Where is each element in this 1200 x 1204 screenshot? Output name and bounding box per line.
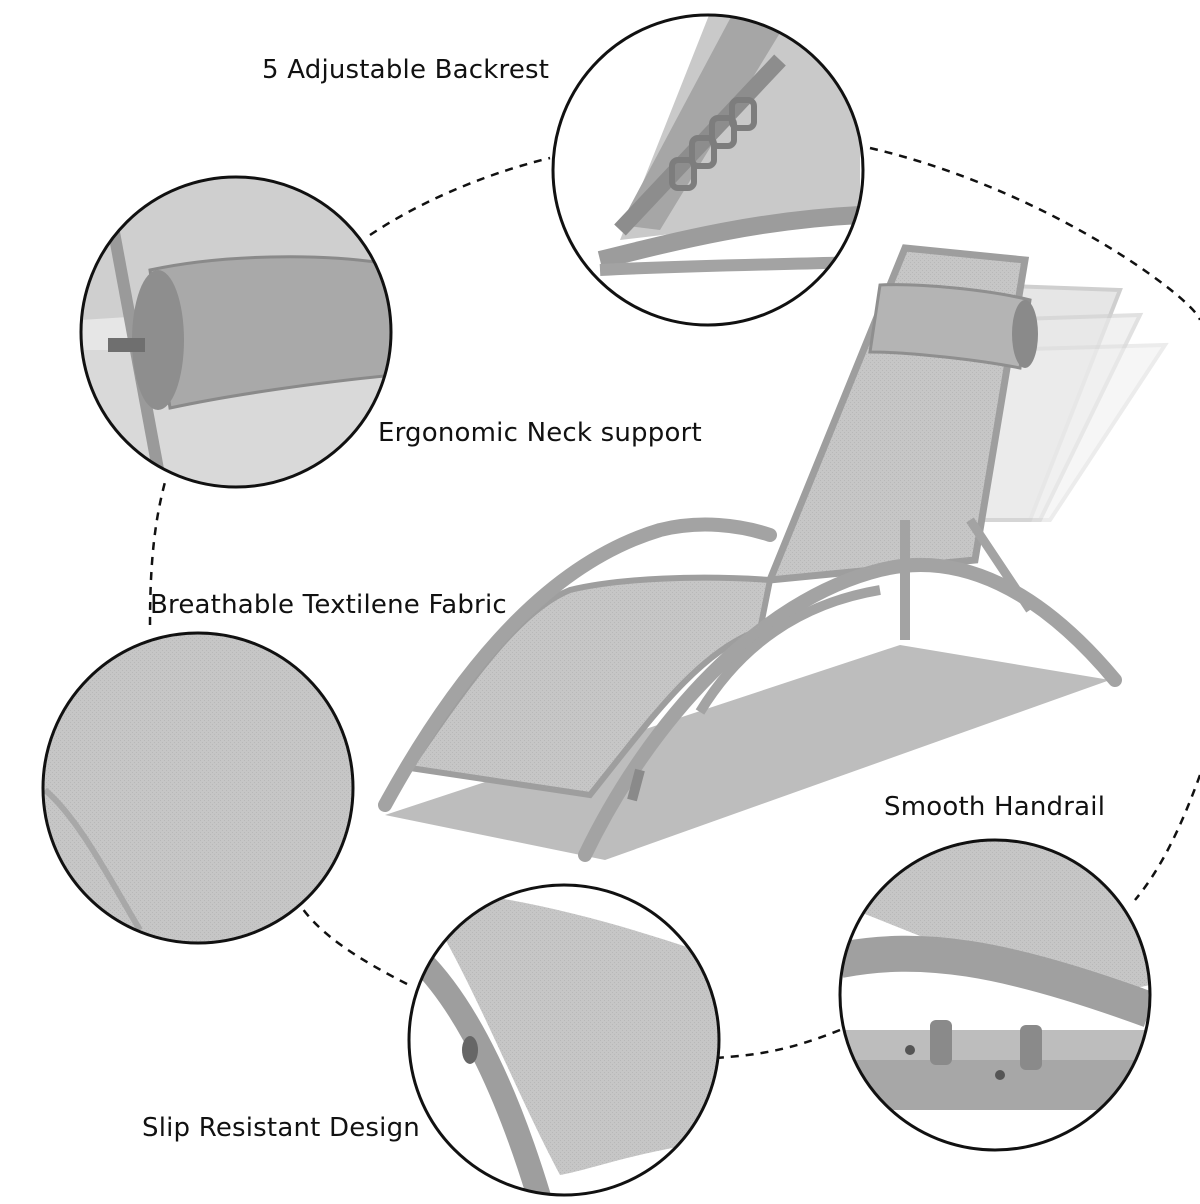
label-neck-support: Ergonomic Neck support bbox=[378, 418, 702, 448]
slip-resistant-detail-circle bbox=[407, 883, 721, 1197]
label-smooth-handrail: Smooth Handrail bbox=[884, 792, 1106, 822]
handrail-detail-circle bbox=[838, 838, 1152, 1152]
label-breathable-fabric: Breathable Textilene Fabric bbox=[150, 590, 507, 620]
fabric-detail-circle bbox=[41, 631, 355, 945]
dashed-connector-ring bbox=[148, 146, 1200, 1060]
label-slip-resistant: Slip Resistant Design bbox=[142, 1113, 420, 1143]
headrest-pillow bbox=[868, 283, 1038, 370]
chaise-lounge bbox=[378, 244, 1169, 862]
neck-support-detail-circle bbox=[79, 175, 393, 489]
right-handrail bbox=[578, 557, 1122, 862]
label-adjustable-backrest: 5 Adjustable Backrest bbox=[262, 55, 550, 85]
left-handrail bbox=[378, 517, 777, 812]
backrest-detail-circle bbox=[551, 13, 865, 327]
chair-shadow bbox=[385, 645, 1110, 860]
